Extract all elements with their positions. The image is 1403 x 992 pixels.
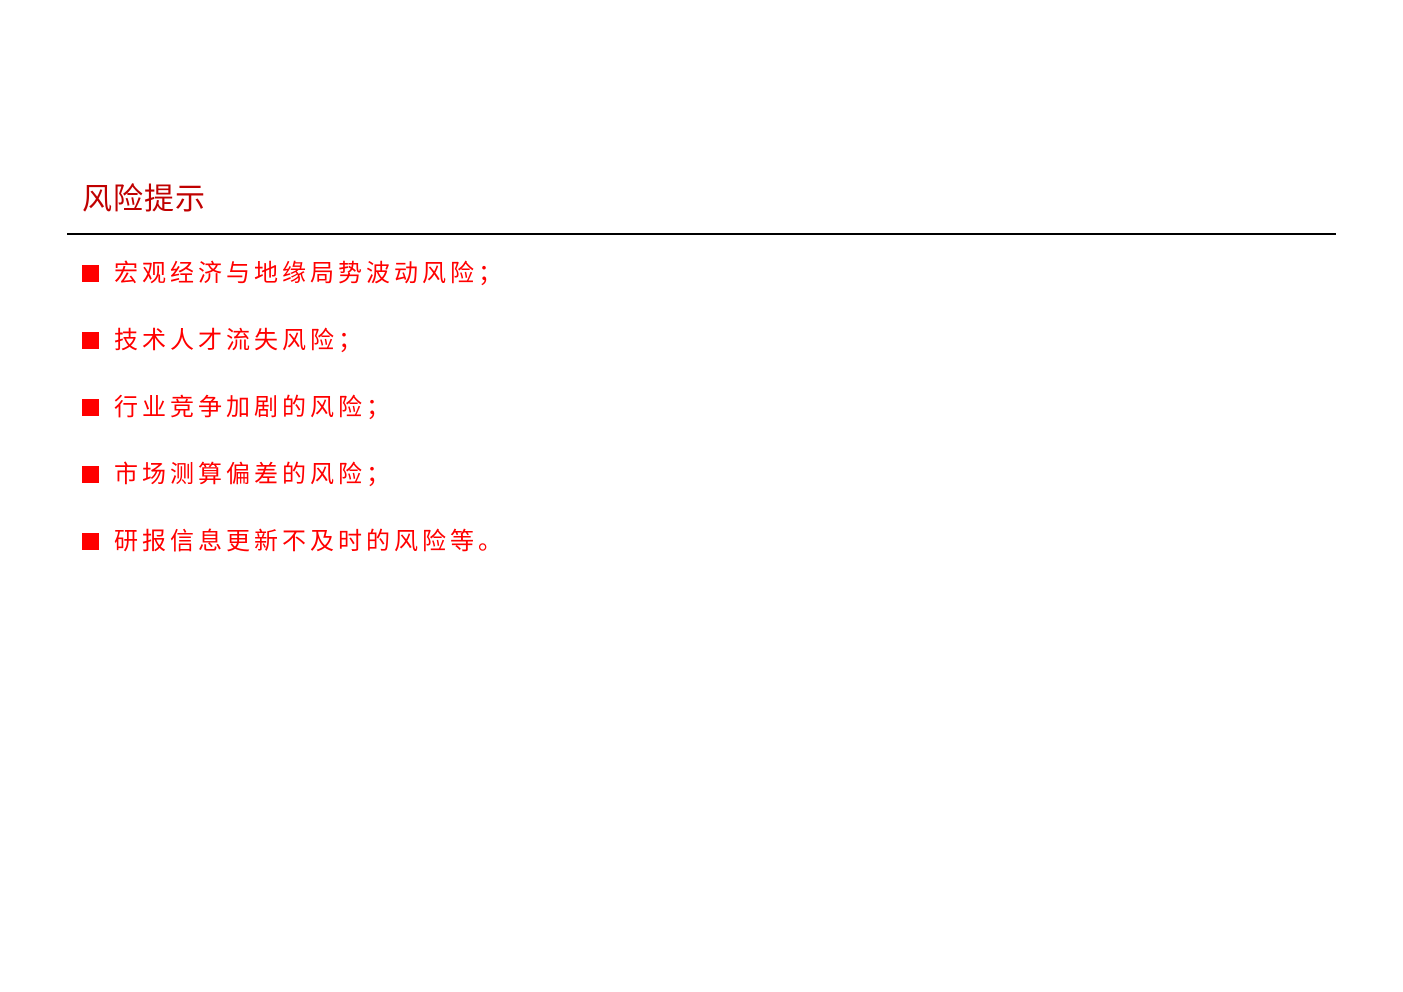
page-title: 风险提示: [82, 182, 206, 217]
square-bullet-icon: [82, 465, 99, 483]
square-bullet-icon: [82, 264, 99, 282]
risk-text: 行业竞争加剧的风险；: [114, 393, 394, 421]
square-bullet-icon: [82, 331, 99, 349]
square-bullet-icon: [82, 398, 99, 416]
risk-text: 市场测算偏差的风险；: [114, 460, 394, 488]
square-bullet-icon: [82, 532, 99, 550]
list-item: 市场测算偏差的风险；: [82, 457, 506, 491]
risk-text: 技术人才流失风险；: [114, 326, 366, 354]
list-item: 研报信息更新不及时的风险等。: [82, 524, 506, 558]
list-item: 宏观经济与地缘局势波动风险；: [82, 256, 506, 290]
list-item: 行业竞争加剧的风险；: [82, 390, 506, 424]
risk-text: 研报信息更新不及时的风险等。: [114, 527, 506, 555]
list-item: 技术人才流失风险；: [82, 323, 506, 357]
title-divider: [67, 233, 1336, 235]
risk-text: 宏观经济与地缘局势波动风险；: [114, 259, 506, 287]
risk-list: 宏观经济与地缘局势波动风险； 技术人才流失风险； 行业竞争加剧的风险； 市场测算…: [82, 256, 506, 591]
